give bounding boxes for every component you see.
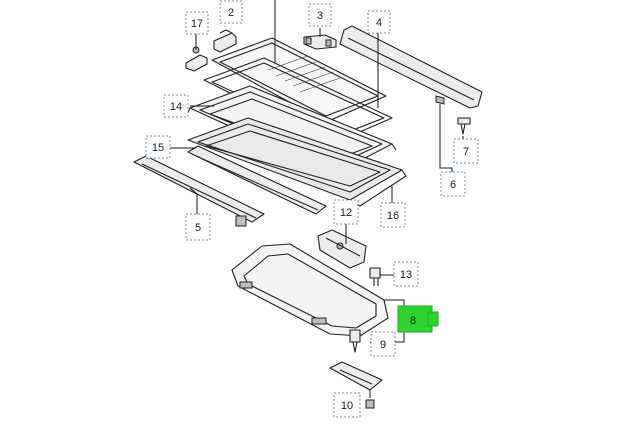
callout-17[interactable]: 17 [185,11,209,35]
svg-text:5: 5 [195,222,201,234]
svg-text:10: 10 [341,400,353,412]
parts-illustration [133,25,483,409]
svg-text:6: 6 [450,179,456,191]
svg-text:14: 14 [170,101,182,113]
svg-text:8: 8 [410,315,416,327]
part-13-screw [369,267,381,286]
callout-4[interactable]: 4 [367,10,391,34]
leader-lines [170,0,464,398]
svg-text:15: 15 [152,142,164,154]
svg-text:16: 16 [387,210,399,222]
callout-14[interactable]: 14 [163,94,189,118]
part-2-bracket [213,32,237,53]
callout-7[interactable]: 7 [453,138,479,164]
svg-text:7: 7 [463,146,469,158]
part-12-bracket [317,229,367,269]
callout-10[interactable]: 10 [333,392,361,418]
callout-2[interactable]: 2 [219,0,243,24]
callout-3[interactable]: 3 [308,3,332,27]
callout-12[interactable]: 12 [333,199,359,225]
wind-deflector [339,25,483,109]
svg-text:4: 4 [376,17,382,29]
svg-text:2: 2 [228,7,234,19]
callout-13[interactable]: 13 [393,261,419,287]
rear-rail [133,155,265,227]
svg-text:13: 13 [400,269,412,281]
callout-16[interactable]: 16 [380,202,406,228]
callout-6[interactable]: 6 [440,171,466,197]
callout-8[interactable]: 8 [397,305,439,333]
part-17-bracket [185,54,208,72]
callout-15[interactable]: 15 [145,135,171,159]
part-7-clip [457,117,471,135]
svg-text:3: 3 [317,10,323,22]
sunshade-panel [231,243,389,337]
part-9-clip [349,329,361,353]
svg-text:12: 12 [340,207,352,219]
svg-text:17: 17 [191,18,203,30]
svg-text:9: 9 [380,339,386,351]
callout-9[interactable]: 9 [370,331,396,357]
callout-5[interactable]: 5 [185,213,211,241]
part-10-handle [329,361,383,409]
